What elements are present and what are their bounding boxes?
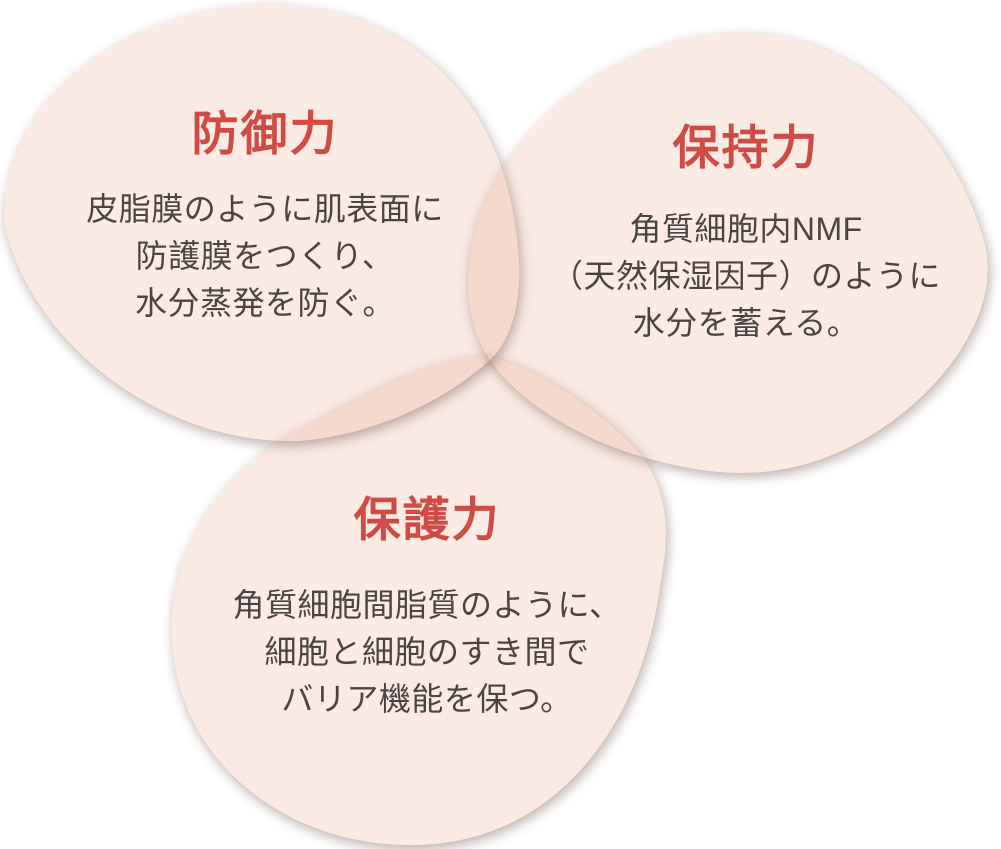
defense-text-line-3: 水分蒸発を防ぐ。	[134, 285, 395, 321]
defense-title: 防御力	[191, 107, 339, 160]
retention-text-line-2: （天然保湿因子）のように	[550, 258, 941, 294]
defense-label: 防御力 皮脂膜のように肌表面に 防護膜をつくり、 水分蒸発を防ぐ。	[30, 110, 500, 327]
defense-description: 皮脂膜のように肌表面に 防護膜をつくり、 水分蒸発を防ぐ。	[30, 186, 500, 327]
protection-description: 角質細胞間脂質のように、 細胞と細胞のすき間で バリア機能を保つ。	[192, 582, 662, 723]
protection-text-line-2: 細胞と細胞のすき間で	[264, 634, 590, 670]
protection-blob-shape	[171, 356, 666, 846]
defense-blob-shape	[4, 4, 520, 442]
protection-label: 保護力 角質細胞間脂質のように、 細胞と細胞のすき間で バリア機能を保つ。	[192, 496, 662, 723]
retention-label: 保持力 角質細胞内NMF （天然保湿因子）のように 水分を蓄える。	[521, 124, 971, 347]
retention-description: 角質細胞内NMF （天然保湿因子）のように 水分を蓄える。	[521, 206, 971, 347]
retention-blob-shape	[468, 32, 988, 473]
retention-text-line-1: 角質細胞内NMF	[629, 211, 863, 247]
retention-text-line-3: 水分を蓄える。	[632, 305, 860, 341]
defense-text-line-2: 防護膜をつくり、	[135, 238, 395, 274]
retention-title: 保持力	[672, 121, 820, 174]
protection-text-line-3: バリア機能を保つ。	[281, 681, 573, 717]
defense-text-line-1: 皮脂膜のように肌表面に	[86, 191, 444, 227]
protection-title: 保護力	[353, 493, 501, 546]
protection-text-line-1: 角質細胞間脂質のように、	[232, 587, 622, 623]
